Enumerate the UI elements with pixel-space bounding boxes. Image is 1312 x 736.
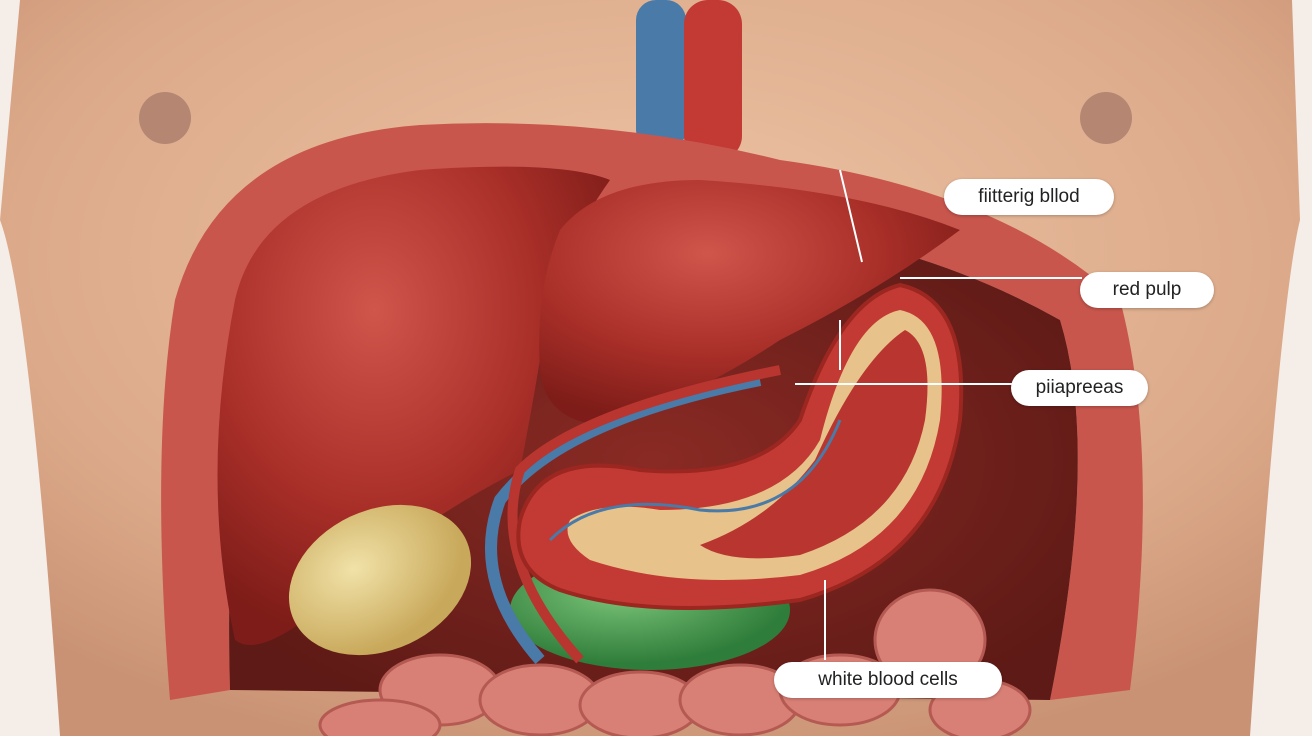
pointer-lines [795, 169, 1082, 660]
gallbladder [288, 504, 472, 656]
label-red-pulp: red pulp [1080, 272, 1214, 308]
label-pancreas: piiapreeas [1011, 370, 1148, 406]
left-nipple [139, 92, 191, 144]
liver-right-lobe [539, 180, 960, 425]
blue-vessel [485, 374, 762, 664]
artery [684, 0, 742, 160]
vein [636, 0, 686, 150]
right-nipple [1080, 92, 1132, 144]
label-filtering-blood: fiitterig bllod [944, 179, 1114, 215]
abdominal-wall [161, 123, 1143, 700]
label-white-blood-cells: white blood cells [774, 662, 1002, 698]
red-vessel [507, 365, 781, 664]
liver-left-lobe [217, 166, 610, 645]
